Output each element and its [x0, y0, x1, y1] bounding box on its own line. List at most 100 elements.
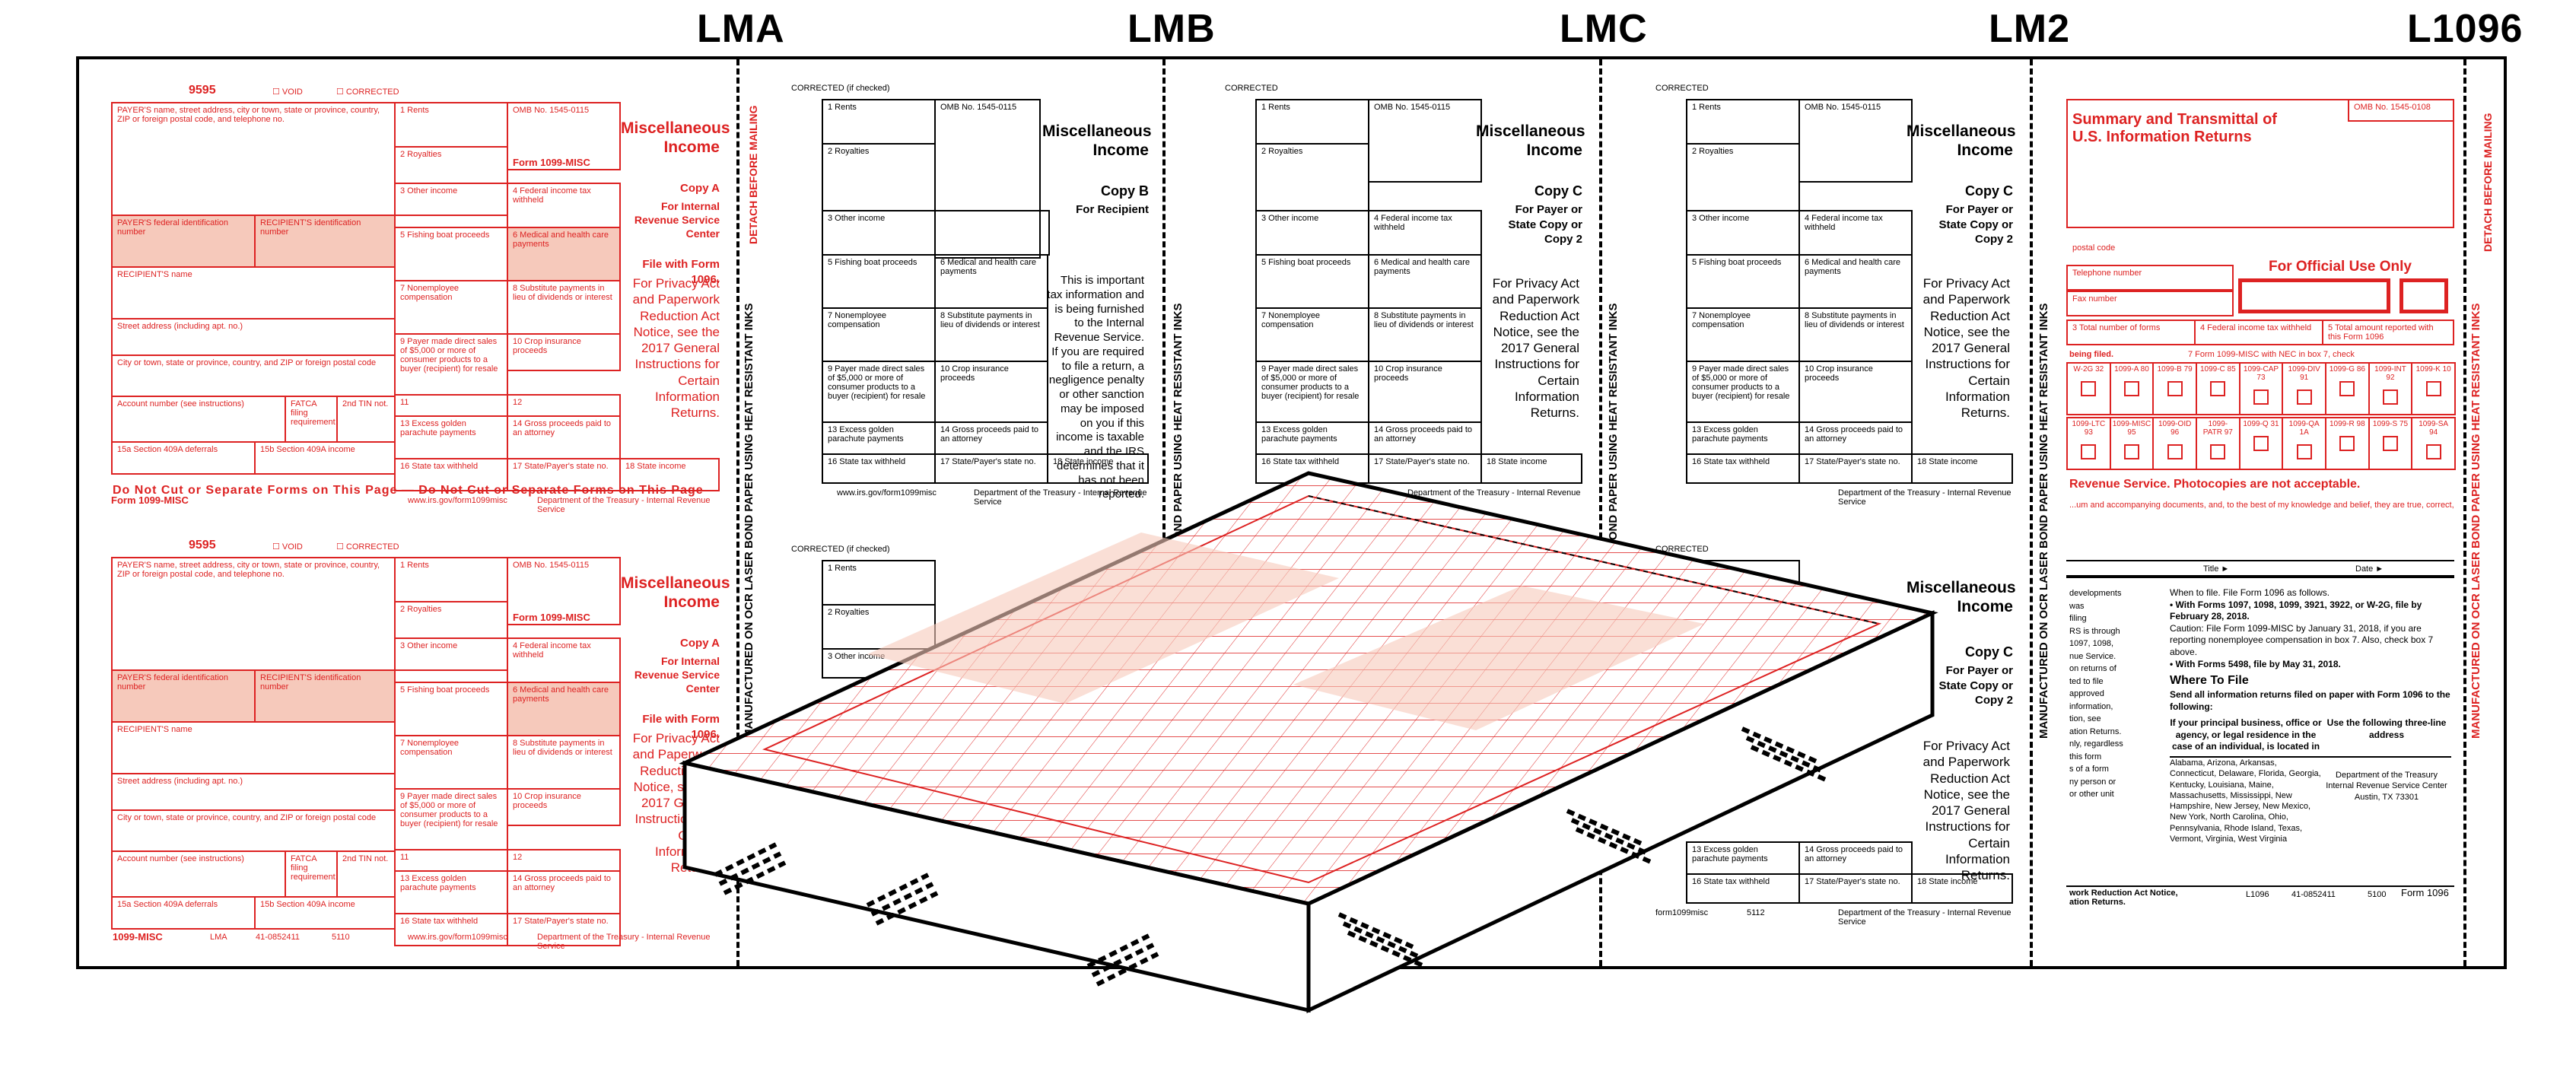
official-use-label: For Official Use Only: [2269, 259, 2412, 275]
form-type-box[interactable]: [2425, 444, 2441, 459]
form-type-box[interactable]: [2382, 436, 2398, 451]
box-17-state-no[interactable]: 17 State/Payer's state no.: [507, 913, 621, 946]
corrected-checkbox[interactable]: ☐ CORRECTED: [336, 87, 399, 97]
form-type-box[interactable]: [2296, 444, 2312, 459]
box-18-state-income[interactable]: 18 State income: [1911, 873, 2013, 904]
when-to-file-section: When to file. File Form 1096 as follows.…: [2170, 587, 2451, 844]
omb-number: OMB No. 1545-0115: [1368, 99, 1482, 183]
box-8-substitute[interactable]: 8 Substitute payments in lieu of dividen…: [507, 280, 621, 335]
form-type-box[interactable]: [2123, 444, 2139, 459]
copy-b-for: For Recipient: [1076, 203, 1149, 216]
form-type-box[interactable]: [2210, 381, 2226, 396]
box-10-crop[interactable]: 10 Crop insurance proceeds: [507, 788, 621, 826]
form-type-checkbox[interactable]: 1099-SA 94: [2411, 417, 2456, 470]
copy-c-for: For Payer or State Copy or Copy 2: [1508, 203, 1582, 246]
date-label: Date: [2355, 564, 2374, 574]
when-bullet-2: • With Forms 5498, file by May 31, 2018.: [2170, 658, 2341, 669]
form-1099-misc-copy-2: CORRECTED 1 Rents OMB No. 1545-0115 Misc…: [1655, 76, 2016, 507]
instruction-fragment: developments: [2069, 589, 2122, 598]
where-table-row: Alabama, Arizona, Arkansas, Connecticut,…: [2170, 755, 2451, 844]
telephone-field[interactable]: Telephone number: [2066, 265, 2234, 291]
form-type-box[interactable]: [2425, 381, 2441, 396]
void-checkbox[interactable]: ☐ VOID: [272, 542, 303, 552]
important-tax-notice: This is important tax information and is…: [1047, 274, 1144, 501]
box-18-state-income[interactable]: 18 State income: [1047, 453, 1149, 484]
instruction-fragment: filing: [2069, 614, 2087, 623]
form-number: Form 1099-MISC: [513, 612, 590, 623]
copy-c-label: Copy C: [1534, 183, 1582, 199]
box-7-nonemployee[interactable]: 7 Nonemployee compensation: [394, 280, 508, 335]
box-8-substitute[interactable]: 8 Substitute payments in lieu of dividen…: [1798, 307, 1913, 362]
form-type-box[interactable]: [2339, 436, 2355, 451]
fax-field[interactable]: Fax number: [2066, 291, 2234, 316]
box-14-attorney[interactable]: 14 Gross proceeds paid to an attorney: [507, 870, 621, 914]
form-type-box[interactable]: [2296, 389, 2312, 405]
total-amount-field[interactable]: 5 Total amount reported with this Form 1…: [2322, 320, 2454, 345]
footer-dept: Department of the Treasury - Internal Re…: [1838, 908, 2012, 927]
corrected-checkbox[interactable]: CORRECTED (if checked): [791, 545, 890, 554]
title-field-label[interactable]: Title ►: [2203, 564, 2230, 574]
box-right-face: [1306, 610, 1935, 1013]
send-all-text: Send all information returns filed on pa…: [2170, 688, 2450, 712]
instruction-fragment: or other unit: [2069, 790, 2114, 799]
form-type-box[interactable]: [2210, 444, 2226, 459]
omb-number: OMB No. 1545-0108: [2348, 99, 2454, 122]
box-2-royalties[interactable]: 2 Royalties: [394, 146, 508, 216]
corrected-checkbox[interactable]: CORRECTED: [1225, 84, 1278, 93]
footer-ein: 41-0852411: [256, 933, 300, 942]
instruction-fragment: s of a form: [2069, 765, 2109, 774]
recipient-tin-field[interactable]: RECIPIENT'S identification number: [254, 215, 396, 268]
form-type-box[interactable]: [2167, 381, 2183, 396]
form-type-box[interactable]: [2253, 389, 2269, 405]
footer-url: www.irs.gov/form1099misc: [837, 488, 937, 498]
form-type-label: 1099-R 98: [2329, 420, 2365, 428]
form-type-box[interactable]: [2081, 444, 2097, 459]
box-18-state-income[interactable]: 18 State income: [1911, 453, 2013, 484]
form-title: Miscellaneous Income: [1042, 122, 1152, 160]
nec-checkbox[interactable]: 7 Form 1099-MISC with NEC in box 7, chec…: [2188, 350, 2355, 359]
box-9-direct-sales[interactable]: 9 Payer made direct sales of $5,000 or m…: [1686, 361, 1800, 423]
perforation-line: [736, 59, 739, 966]
instruction-fragment: ted to file: [2069, 676, 2104, 686]
box-9-direct-sales[interactable]: 9 Payer made direct sales of $5,000 or m…: [394, 788, 508, 850]
copy-a-label: Copy A: [680, 182, 720, 195]
form-type-box[interactable]: [2382, 389, 2398, 405]
form-type-box[interactable]: [2339, 381, 2355, 396]
corrected-checkbox[interactable]: CORRECTED: [1655, 545, 1709, 554]
corrected-checkbox[interactable]: ☐ CORRECTED: [336, 542, 399, 552]
corrected-checkbox[interactable]: CORRECTED: [1655, 84, 1709, 93]
corrected-checkbox[interactable]: CORRECTED (if checked): [791, 84, 890, 93]
form-type-box[interactable]: [2123, 381, 2139, 396]
box-2-royalties[interactable]: 2 Royalties: [394, 601, 508, 671]
footer-url: www.irs.gov/form1099misc: [408, 496, 507, 505]
if-principal-text: If your principal business, office or ag…: [2170, 717, 2322, 752]
payer-tin-field[interactable]: PAYER'S federal identification number: [111, 669, 256, 723]
form-type-label: 1099-MISC 95: [2112, 420, 2151, 437]
form-type-box[interactable]: [2167, 444, 2183, 459]
box-6-medical[interactable]: 6 Medical and health care payments: [507, 682, 621, 736]
form-type-box[interactable]: [2081, 381, 2097, 396]
form-type-checkbox[interactable]: 1099-K 10: [2411, 362, 2456, 415]
instruction-fragment: was: [2069, 601, 2085, 611]
perforation-line: [2463, 59, 2466, 966]
footer-code: form1099misc: [1655, 908, 1709, 917]
box-18-state-income[interactable]: 18 State income: [619, 458, 720, 491]
footer-code: L1096: [2246, 890, 2269, 899]
perjury-statement: ...um and accompanying documents, and, t…: [2069, 501, 2454, 510]
side-perforation-marks: [714, 726, 1829, 987]
box-6-medical[interactable]: 6 Medical and health care payments: [507, 227, 621, 281]
instruction-fragment: information,: [2069, 701, 2113, 711]
box-4-federal-tax[interactable]: 4 Federal income tax withheld: [1368, 210, 1482, 256]
box-18-state-income[interactable]: 18 State income: [1480, 453, 1582, 484]
perforation-dash: [1570, 818, 1649, 856]
box-10-crop[interactable]: 10 Crop insurance proceeds: [507, 333, 621, 371]
form-type-label: 1099-Q 31: [2243, 420, 2279, 428]
date-field-label[interactable]: Date ►: [2355, 564, 2384, 574]
footer-code: LMA: [210, 933, 227, 942]
void-checkbox[interactable]: ☐ VOID: [272, 87, 303, 97]
footer-num: 5100: [2368, 890, 2387, 899]
form-type-box[interactable]: [2253, 436, 2269, 451]
payer-tin-field[interactable]: PAYER'S federal identification number: [111, 215, 256, 268]
